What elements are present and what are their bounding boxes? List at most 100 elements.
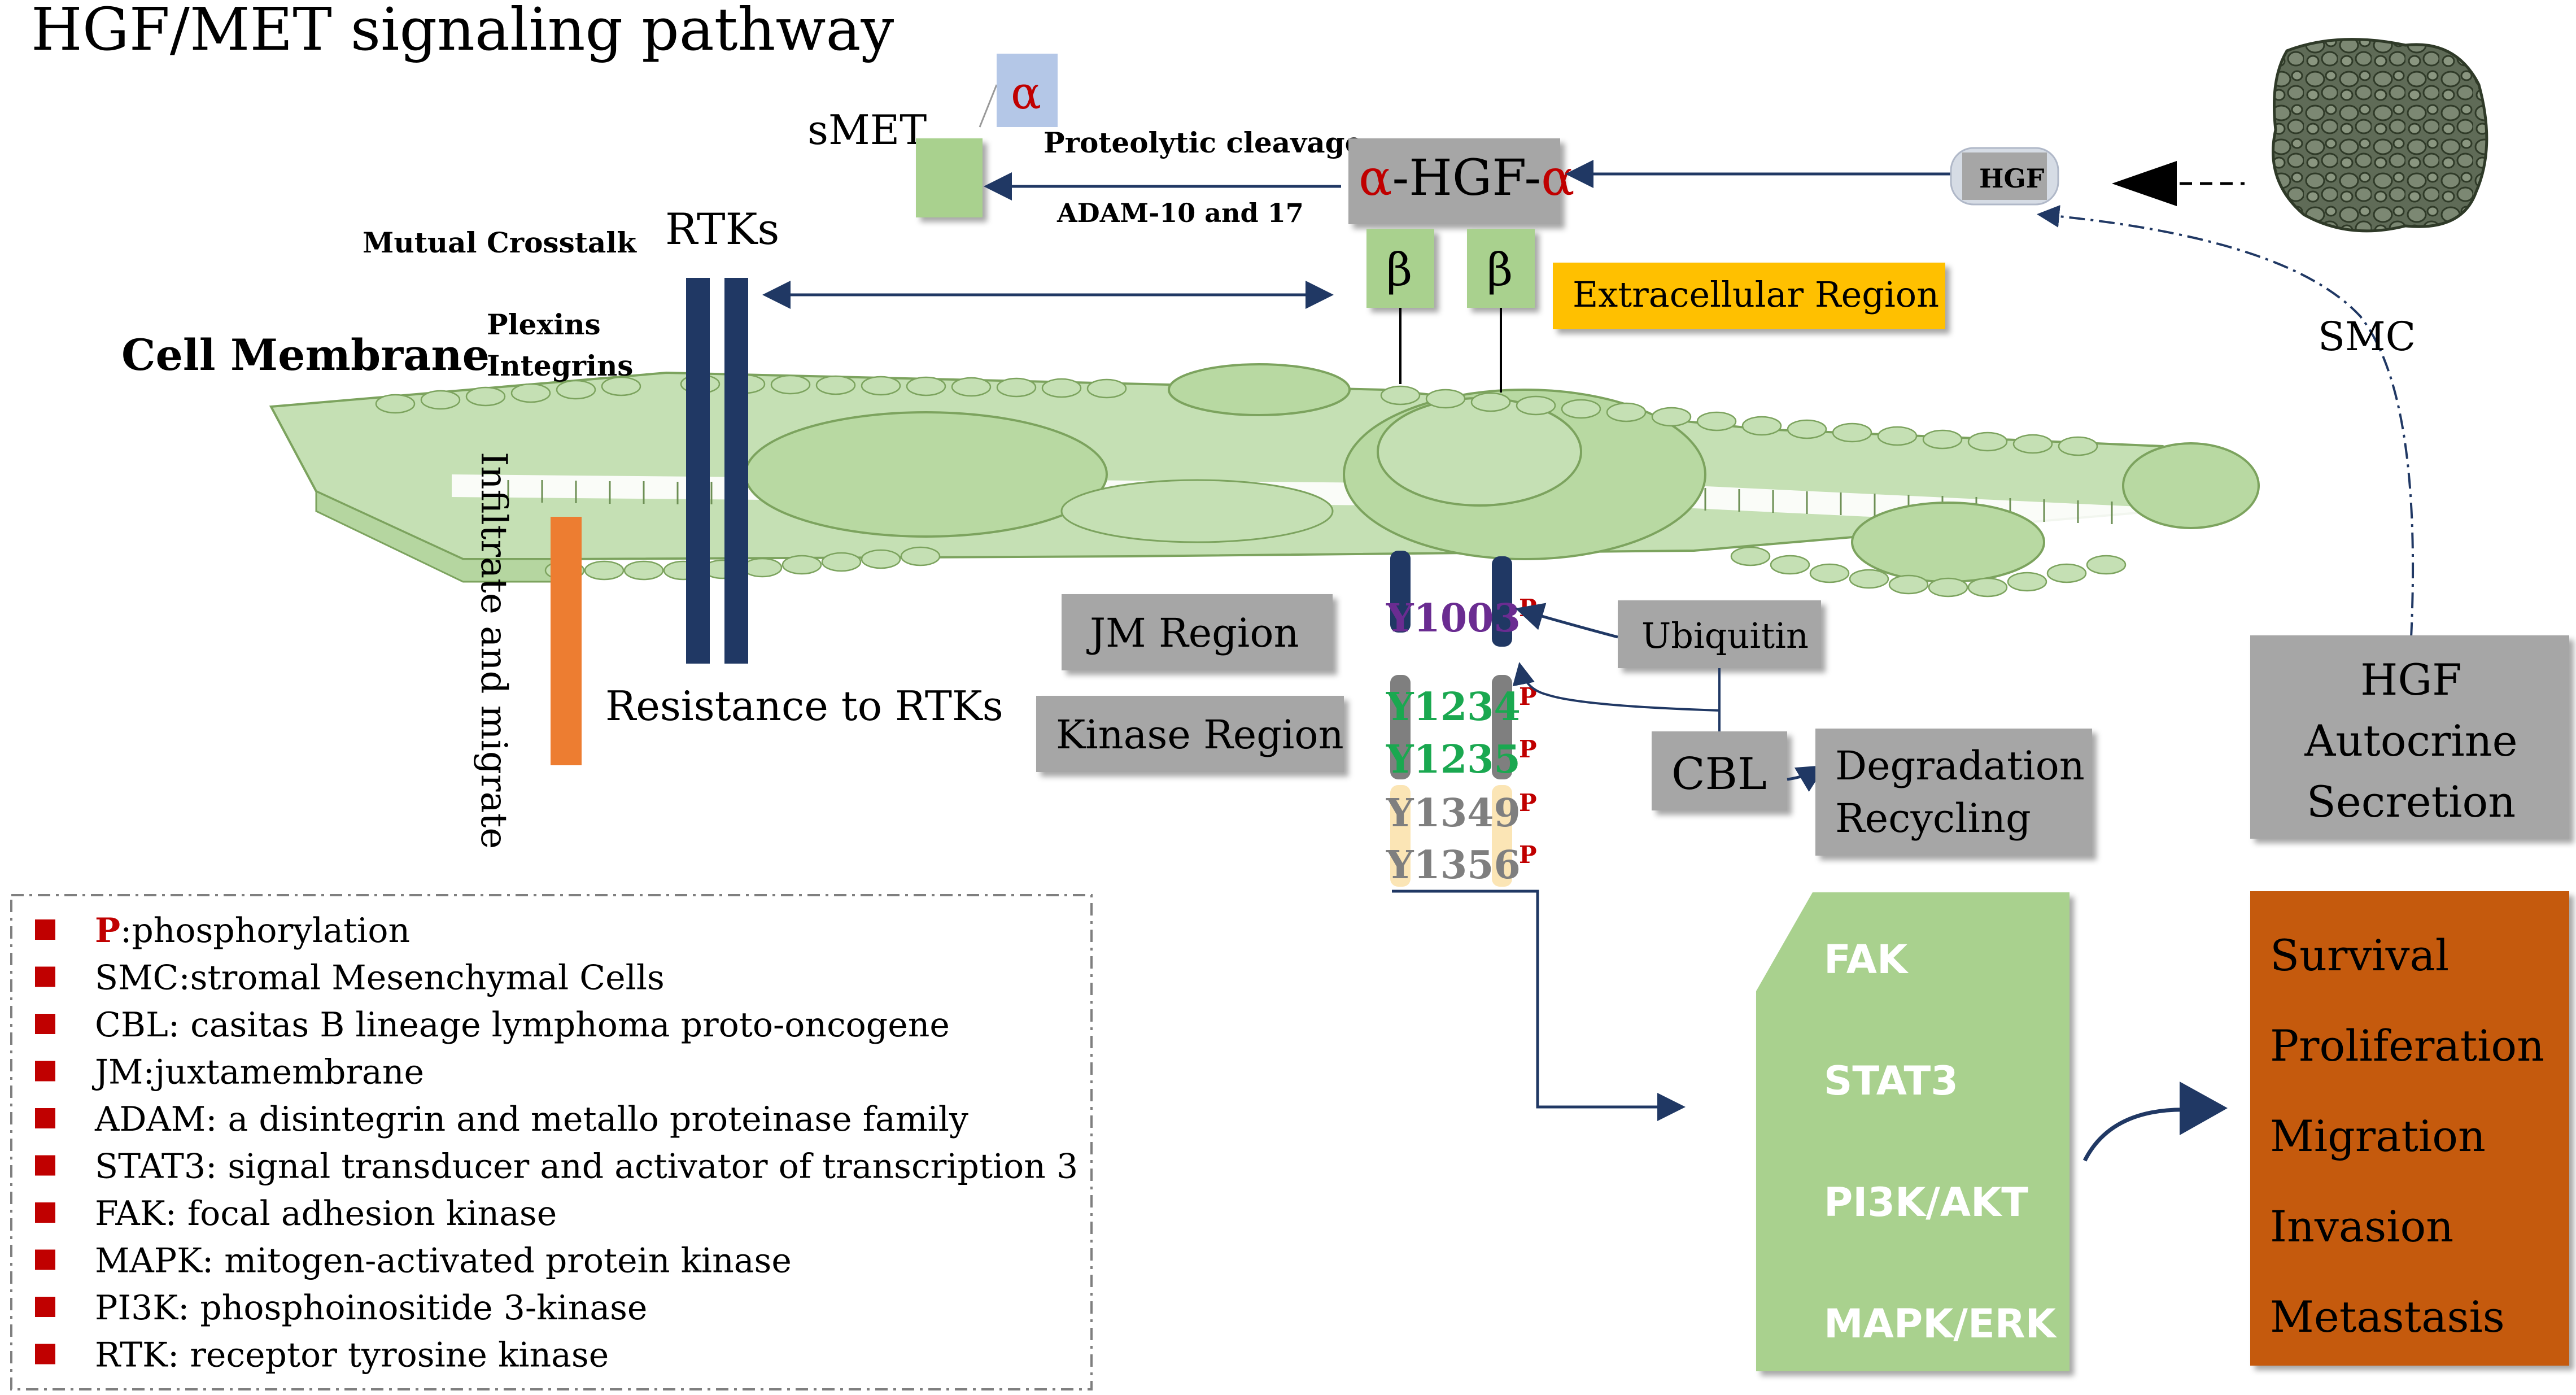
alpha-box bbox=[997, 54, 1058, 127]
infiltrate-bar bbox=[551, 517, 582, 765]
legend-bullet bbox=[35, 1249, 55, 1270]
degradation-box bbox=[1815, 729, 2092, 856]
legend-bullet bbox=[35, 966, 55, 987]
legend-bullet bbox=[35, 1155, 55, 1176]
big-black-arrowhead bbox=[2112, 161, 2177, 206]
smc-cell-cluster bbox=[2272, 38, 2488, 233]
legend-item: PI3K: phosphoinositide 3-kinase bbox=[95, 1288, 647, 1328]
adam-label: ADAM-10 and 17 bbox=[1056, 198, 1304, 228]
smet-alpha-connector bbox=[979, 84, 998, 128]
legend-item: ADAM: a disintegrin and metallo proteina… bbox=[94, 1100, 968, 1139]
plexins-label: Plexins bbox=[487, 308, 601, 341]
met-capsule-right-mid bbox=[1492, 675, 1512, 779]
outcome-migration: Migration bbox=[2270, 1111, 2486, 1161]
integrins-label: Integrins bbox=[487, 349, 633, 382]
cbl-label: CBL bbox=[1671, 749, 1767, 800]
outcome-metastasis: Metastasis bbox=[2270, 1292, 2505, 1342]
legend-item: CBL: casitas B lineage lymphoma proto-on… bbox=[95, 1005, 950, 1045]
legend-bullet bbox=[35, 1297, 55, 1317]
legend-item: SMC:stromal Mesenchymal Cells bbox=[95, 958, 665, 998]
legend-item: FAK: focal adhesion kinase bbox=[95, 1194, 557, 1233]
legend-item: STAT3: signal transducer and activator o… bbox=[95, 1147, 1078, 1187]
hgf-complex-label: α-HGF-α bbox=[1359, 149, 1575, 207]
cbl-to-receptor-arrow bbox=[1512, 662, 1720, 712]
infiltrate-label: Infiltrate and migrate bbox=[473, 452, 514, 849]
pathway-to-outcome-head bbox=[2180, 1082, 2228, 1135]
outcome-list: SurvivalProliferationMigrationInvasionMe… bbox=[2270, 930, 2544, 1342]
smet-green-box bbox=[916, 138, 983, 217]
ubiquitin-arrow bbox=[1515, 603, 1618, 639]
met-capsule-right-top bbox=[1492, 556, 1512, 647]
smc-dashdot-path bbox=[2037, 205, 2415, 639]
legend-bullet bbox=[35, 919, 55, 940]
tyrosine-y1356: Y1356 bbox=[1386, 843, 1521, 888]
hgf-complex-mid: -HGF- bbox=[1392, 149, 1541, 207]
beta-label-right: β bbox=[1487, 243, 1513, 296]
proteolytic-cleavage-label: Proteolytic cleavage bbox=[1044, 126, 1363, 159]
jm-region-label: JM Region bbox=[1086, 610, 1299, 656]
pathway-pi3k-akt: PI3K/AKT bbox=[1824, 1179, 2028, 1226]
rtk-bar-right bbox=[724, 278, 748, 664]
legend-item: P:phosphorylation bbox=[95, 911, 410, 951]
met-capsule-left-top bbox=[1390, 551, 1411, 633]
ubiquitin-box bbox=[1618, 600, 1821, 668]
cbl-box bbox=[1652, 731, 1787, 810]
legend-bullet bbox=[35, 1061, 55, 1082]
downstream-elbow-arrow bbox=[1392, 890, 1686, 1121]
tyrosine-y1003: Y1003 bbox=[1386, 596, 1521, 641]
pathway-fak: FAK bbox=[1824, 936, 1909, 983]
page-title: HGF/MET signaling pathway bbox=[31, 0, 894, 64]
hgf-small-label: HGF bbox=[1979, 163, 2045, 194]
extracellular-label: Extracellular Region bbox=[1573, 274, 1939, 315]
legend-item: JM:juxtamembrane bbox=[91, 1053, 424, 1092]
ubiquitin-label: Ubiquitin bbox=[1641, 615, 1809, 656]
mutual-crosstalk-label: Mutual Crosstalk bbox=[363, 226, 637, 259]
beta-label-left: β bbox=[1386, 243, 1412, 296]
legend-item: MAPK: mitogen-activated protein kinase bbox=[95, 1241, 792, 1281]
met-capsule-right-low bbox=[1492, 785, 1512, 887]
tyrosine-y1349: Y1349 bbox=[1386, 791, 1521, 836]
legend-item: RTK: receptor tyrosine kinase bbox=[95, 1336, 609, 1375]
legend-bullet bbox=[35, 1202, 55, 1223]
smet-label: sMET bbox=[807, 106, 927, 154]
resistance-label: Resistance to RTKs bbox=[605, 682, 1003, 730]
cell-membrane-label: Cell Membrane bbox=[121, 330, 490, 380]
pathway-mapk-erk: MAPK/ERK bbox=[1824, 1301, 2058, 1347]
recycling-label: Recycling bbox=[1835, 795, 2031, 842]
tyrosine-y1234: Y1234 bbox=[1386, 685, 1521, 730]
pathway-box bbox=[1756, 892, 2069, 1371]
pathway-stat3: STAT3 bbox=[1824, 1058, 1958, 1104]
hgf-autocrine-line1: HGF bbox=[2360, 655, 2462, 705]
legend-bullet bbox=[35, 1108, 55, 1128]
alpha-label: α bbox=[1011, 67, 1041, 119]
phospho-marker: P bbox=[1519, 683, 1537, 710]
hgf-small-inner bbox=[1962, 152, 2047, 200]
legend-bullet bbox=[35, 1344, 55, 1365]
tyrosine-y1235: Y1235 bbox=[1386, 737, 1521, 782]
rtk-bar-left bbox=[686, 278, 710, 664]
kinase-region-label: Kinase Region bbox=[1056, 712, 1344, 758]
phospho-marker: P bbox=[1519, 789, 1537, 817]
outcome-proliferation: Proliferation bbox=[2270, 1021, 2544, 1071]
hgf-autocrine-line3: Secretion bbox=[2307, 777, 2516, 827]
met-capsule-left-mid bbox=[1390, 675, 1411, 779]
outcome-invasion: Invasion bbox=[2270, 1201, 2453, 1252]
pathway-to-outcome-arrow bbox=[2082, 1108, 2191, 1162]
hgf-autocrine-box bbox=[2250, 635, 2569, 839]
hgf-autocrine-line2: Autocrine bbox=[2304, 716, 2517, 766]
hgf-complex-alpha-right: α bbox=[1541, 149, 1574, 207]
phospho-marker: P bbox=[1519, 594, 1537, 622]
jm-region-box bbox=[1062, 594, 1333, 670]
extracellular-box bbox=[1553, 263, 1945, 329]
smc-label: SMC bbox=[2318, 313, 2416, 360]
hgf-complex-box bbox=[1348, 138, 1560, 224]
beta-box-left bbox=[1366, 229, 1434, 308]
outcome-survival: Survival bbox=[2270, 930, 2449, 980]
beta-box-right bbox=[1467, 229, 1535, 308]
met-capsule-left-low bbox=[1390, 785, 1411, 887]
outcome-box bbox=[2250, 891, 2569, 1366]
degradation-label: Degradation bbox=[1835, 743, 2085, 789]
